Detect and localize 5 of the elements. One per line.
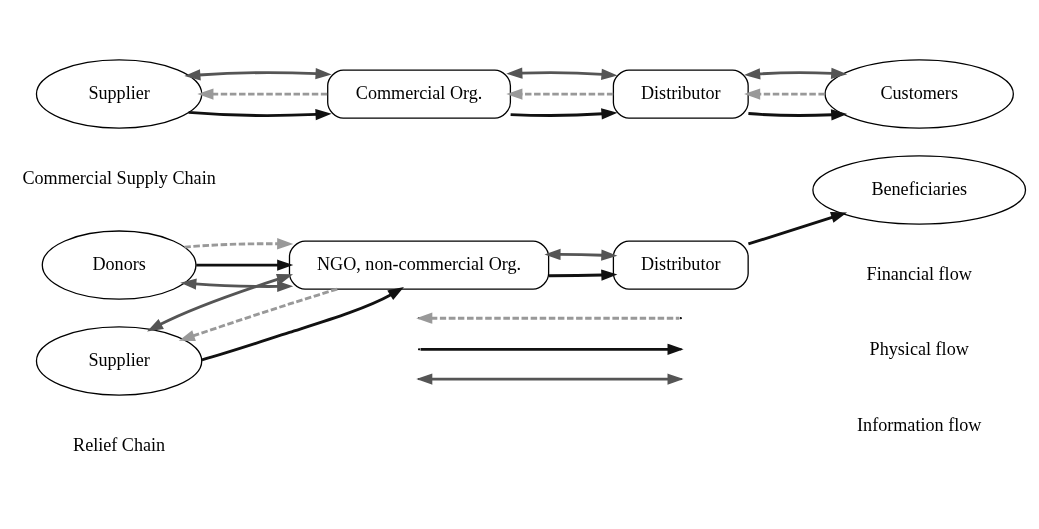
legend-label: Financial flow: [866, 263, 972, 284]
label: Commercial Supply Chain: [22, 167, 216, 188]
legend-label: Information flow: [857, 414, 982, 435]
legend-label: Physical flow: [869, 338, 969, 359]
label: Relief Chain: [73, 434, 166, 455]
